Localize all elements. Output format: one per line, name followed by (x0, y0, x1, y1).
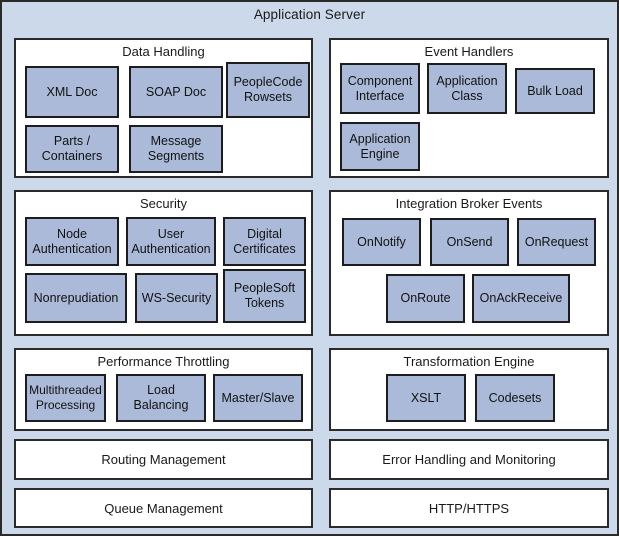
node-user-authentication[interactable]: User Authentication (126, 217, 216, 266)
panel-performance-throttling: Performance Throttling Multithreaded Pro… (14, 348, 313, 431)
node-nonrepudiation[interactable]: Nonrepudiation (25, 273, 127, 323)
node-xslt[interactable]: XSLT (386, 374, 466, 422)
panel-error-handling-and-monitoring[interactable]: Error Handling and Monitoring (329, 439, 609, 480)
panel-title-error-handling-and-monitoring: Error Handling and Monitoring (382, 452, 556, 467)
node-onnotify[interactable]: OnNotify (342, 218, 421, 266)
node-onrequest[interactable]: OnRequest (517, 218, 596, 266)
panel-integration-broker-events: Integration Broker Events OnNotify OnSen… (329, 190, 609, 336)
node-parts-containers[interactable]: Parts / Containers (25, 125, 119, 173)
panel-data-handling: Data Handling XML Doc SOAP Doc PeopleCod… (14, 38, 313, 178)
node-load-balancing[interactable]: Load Balancing (116, 374, 206, 422)
node-ws-security[interactable]: WS-Security (135, 273, 218, 323)
panel-transformation-engine: Transformation Engine XSLT Codesets (329, 348, 609, 431)
node-peoplecode-rowsets[interactable]: PeopleCode Rowsets (226, 62, 310, 118)
node-digital-certificates[interactable]: Digital Certificates (223, 217, 306, 266)
panel-title-security: Security (140, 196, 187, 211)
diagram-title: Application Server (253, 7, 366, 22)
node-multithreaded-processing[interactable]: Multithreaded Processing (25, 374, 106, 422)
node-application-class[interactable]: Application Class (427, 63, 507, 114)
panel-title-integration-broker-events: Integration Broker Events (395, 196, 543, 211)
panel-title-routing-management: Routing Management (101, 452, 226, 467)
node-onsend[interactable]: OnSend (430, 218, 509, 266)
node-application-engine[interactable]: Application Engine (340, 122, 420, 171)
node-codesets[interactable]: Codesets (475, 374, 555, 422)
panel-title-transformation-engine: Transformation Engine (403, 354, 535, 369)
panel-title-http-https: HTTP/HTTPS (428, 500, 510, 516)
panel-event-handlers: Event Handlers Component Interface Appli… (329, 38, 609, 178)
panel-title-queue-management: Queue Management (104, 500, 223, 516)
panel-routing-management[interactable]: Routing Management (14, 439, 313, 480)
panel-queue-management[interactable]: Queue Management (14, 488, 313, 528)
panel-security: Security Node Authentication User Authen… (14, 190, 313, 336)
panel-title-data-handling: Data Handling (122, 44, 205, 59)
node-onroute[interactable]: OnRoute (386, 274, 465, 323)
node-message-segments[interactable]: Message Segments (129, 125, 223, 173)
panel-title-performance-throttling: Performance Throttling (97, 354, 230, 369)
node-onackreceive[interactable]: OnAckReceive (472, 274, 570, 323)
node-node-authentication[interactable]: Node Authentication (25, 217, 119, 266)
node-bulk-load[interactable]: Bulk Load (515, 68, 595, 114)
node-xml-doc[interactable]: XML Doc (25, 66, 119, 118)
node-peoplesoft-tokens[interactable]: PeopleSoft Tokens (223, 269, 306, 323)
panel-title-event-handlers: Event Handlers (424, 44, 514, 59)
node-master-slave[interactable]: Master/Slave (213, 374, 303, 422)
node-component-interface[interactable]: Component Interface (340, 63, 420, 114)
node-soap-doc[interactable]: SOAP Doc (129, 66, 223, 118)
panel-http-https[interactable]: HTTP/HTTPS (329, 488, 609, 528)
